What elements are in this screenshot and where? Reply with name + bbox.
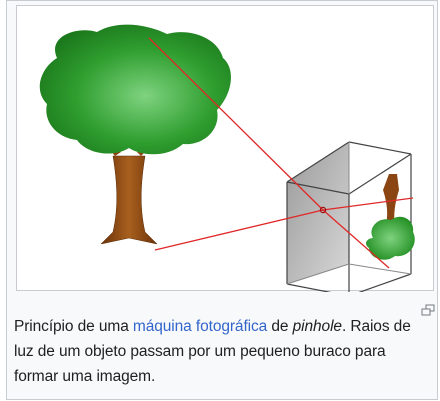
caption-text-2: de — [267, 318, 293, 335]
caption-text-1: Princípio de uma — [14, 318, 133, 335]
caption-italic-pinhole: pinhole — [292, 318, 342, 335]
pinhole-diagram — [39, 24, 415, 292]
figure-thumbnail — [6, 0, 438, 400]
figure-caption: Princípio de uma máquina fotográfica de … — [14, 314, 432, 389]
magnify-icon[interactable] — [421, 304, 435, 316]
pinhole — [319, 206, 327, 214]
light-rays — [148, 37, 414, 269]
caption-text-3: . Raios de luz de um objeto passam por u… — [14, 318, 411, 385]
tree-foliage — [39, 24, 231, 155]
link-maquina-fotografica[interactable]: máquina fotográfica — [132, 318, 268, 335]
pinhole-camera-illustration[interactable] — [16, 5, 434, 292]
